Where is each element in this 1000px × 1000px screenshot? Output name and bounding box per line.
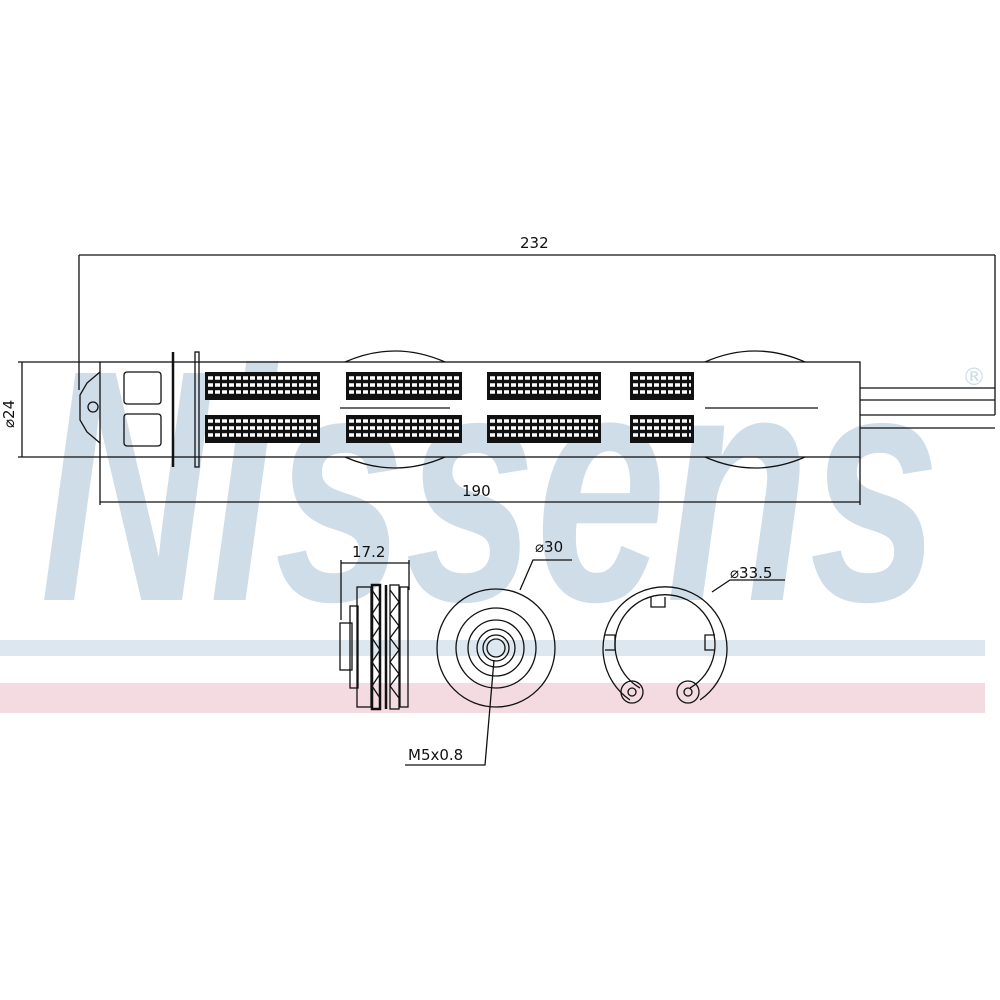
filter-mesh-group (205, 372, 694, 443)
dimension-232: 232 (78, 234, 996, 415)
dimension-label-cap-width: 17.2 (352, 543, 385, 561)
cap-side-view: 17.2 (339, 543, 410, 711)
cap-front-view: ⌀30 M5x0.8 (405, 538, 572, 766)
dimension-label-thread: M5x0.8 (408, 746, 463, 764)
dimension-label-body-length: 190 (462, 482, 491, 500)
blue-stripe (0, 640, 985, 656)
dimension-label-overall-length: 232 (520, 234, 549, 252)
dimension-d24: ⌀24 (0, 361, 100, 458)
retaining-ring: ⌀33.5 (602, 564, 785, 704)
dimension-label-ring-diameter: ⌀33.5 (730, 564, 772, 582)
dimension-label-body-diameter: ⌀24 (0, 400, 18, 428)
registered-mark: ® (962, 363, 986, 391)
dimension-label-cap-diameter: ⌀30 (535, 538, 563, 556)
drier-body (79, 350, 995, 469)
dimension-190: 190 (99, 457, 861, 505)
